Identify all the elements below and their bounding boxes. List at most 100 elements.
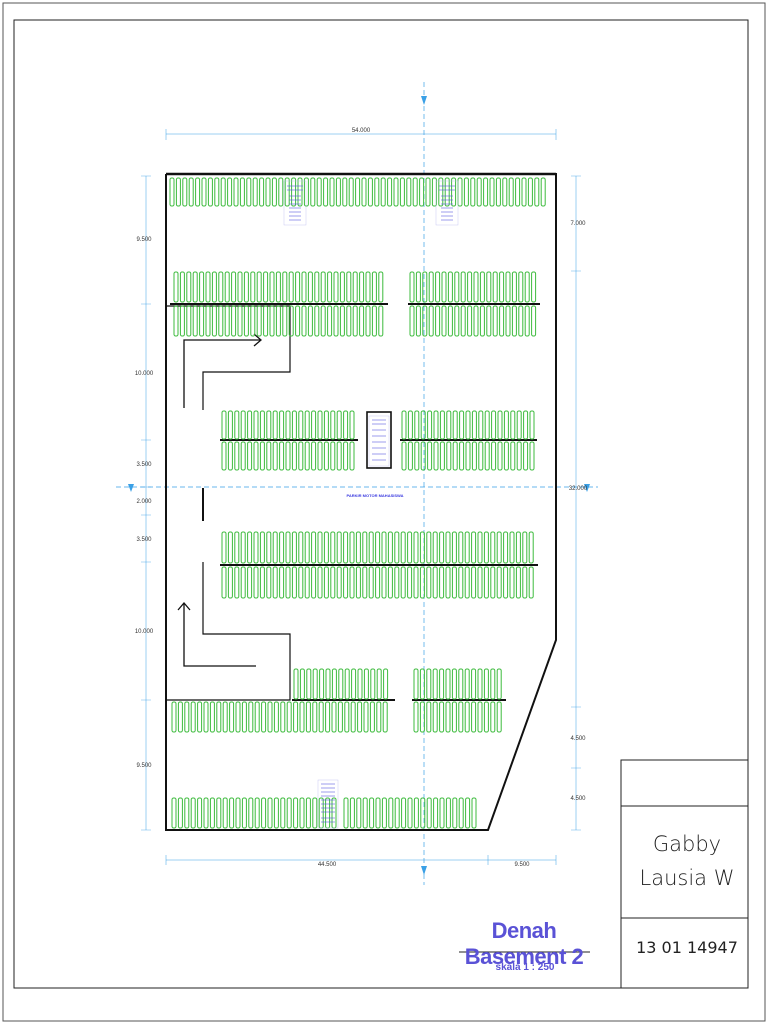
parking-stall: [381, 531, 387, 564]
parking-stall: [197, 701, 203, 733]
parking-stall: [237, 305, 243, 337]
parking-stall: [432, 566, 438, 599]
parking-stall: [524, 271, 530, 303]
parking-stall: [479, 305, 485, 337]
parking-stall: [380, 177, 386, 207]
parking-stall: [235, 701, 241, 733]
parking-stall: [483, 531, 489, 564]
parking-stall: [235, 797, 241, 829]
parking-stall: [331, 668, 337, 700]
parking-stall: [327, 305, 333, 337]
parking-stall: [205, 305, 211, 337]
parking-stall: [454, 305, 460, 337]
parking-stall: [510, 441, 516, 471]
parking-stall: [363, 668, 369, 700]
parking-stall: [279, 531, 285, 564]
parking-stall: [522, 566, 528, 599]
parking-stall: [323, 531, 329, 564]
parking-stall: [240, 441, 246, 471]
parking-stall: [325, 701, 331, 733]
parking-stall: [400, 566, 406, 599]
parking-stall: [368, 531, 374, 564]
parking-stall: [426, 797, 432, 829]
parking-stall: [489, 177, 495, 207]
parking-stall: [407, 441, 413, 471]
parking-stall: [323, 441, 329, 471]
parking-stall: [343, 410, 349, 440]
parking-stall: [499, 271, 505, 303]
parking-stall: [288, 271, 294, 303]
parking-stall: [365, 271, 371, 303]
parking-stall: [234, 410, 240, 440]
parking-stall: [420, 797, 426, 829]
parking-stall: [439, 531, 445, 564]
parking-stall: [497, 441, 503, 471]
parking-stall: [285, 441, 291, 471]
parking-stall: [483, 177, 489, 207]
drawing-scale: skala 1 : 250: [495, 962, 555, 973]
parking-stall: [355, 177, 361, 207]
parking-stall: [388, 797, 394, 829]
parking-stall: [231, 305, 237, 337]
parking-stall: [240, 410, 246, 440]
parking-stall: [330, 531, 336, 564]
dim-bottom-1: 44.500: [318, 862, 337, 868]
building-outline: [165, 172, 557, 831]
parking-stall: [259, 177, 265, 207]
parking-stall: [414, 410, 420, 440]
parking-stall: [304, 410, 310, 440]
parking-stall: [218, 271, 224, 303]
parking-stall: [278, 177, 284, 207]
parking-stall: [266, 441, 272, 471]
parking-stall: [234, 566, 240, 599]
parking-stall: [515, 566, 521, 599]
parking-stall: [207, 177, 213, 207]
parking-stall: [247, 566, 253, 599]
parking-stall: [190, 701, 196, 733]
parking-stall: [451, 177, 457, 207]
parking-stall: [349, 531, 355, 564]
parking-stall: [342, 177, 348, 207]
parking-stall: [314, 305, 320, 337]
parking-stall: [407, 797, 413, 829]
parking-stall: [325, 668, 331, 700]
parking-stall: [497, 410, 503, 440]
parking-stall: [490, 566, 496, 599]
parking-stall: [401, 410, 407, 440]
parking-stall: [483, 701, 489, 733]
parking-stall: [269, 305, 275, 337]
parking-stall: [511, 305, 517, 337]
parking-stall: [272, 531, 278, 564]
parking-stall: [173, 305, 179, 337]
parking-stall: [199, 271, 205, 303]
parking-stall: [471, 441, 477, 471]
parking-stall: [457, 177, 463, 207]
parking-stall: [352, 271, 358, 303]
parking-stall: [303, 177, 309, 207]
parking-stall: [503, 531, 509, 564]
parking-stall: [259, 410, 265, 440]
parking-stall: [419, 566, 425, 599]
parking-stall: [349, 797, 355, 829]
parking-stall: [359, 271, 365, 303]
dim-left-3: 3.500: [136, 462, 152, 468]
parking-stall: [266, 410, 272, 440]
parking-stall: [205, 271, 211, 303]
parking-stall: [458, 797, 464, 829]
parking-stall: [192, 271, 198, 303]
parking-stall: [211, 305, 217, 337]
parking-stall: [415, 271, 421, 303]
parking-stall: [229, 701, 235, 733]
parking-stall: [496, 531, 502, 564]
parking-stall: [509, 566, 515, 599]
parking-stall: [310, 177, 316, 207]
parking-stall: [280, 797, 286, 829]
parking-stall: [221, 566, 227, 599]
parking-stall: [285, 531, 291, 564]
parking-stall: [451, 566, 457, 599]
parking-stall: [247, 410, 253, 440]
parking-stall: [412, 177, 418, 207]
center-area-label: PARKIR MOTOR MAHASISWA: [347, 493, 404, 498]
parking-stall: [478, 410, 484, 440]
parking-stall: [195, 177, 201, 207]
